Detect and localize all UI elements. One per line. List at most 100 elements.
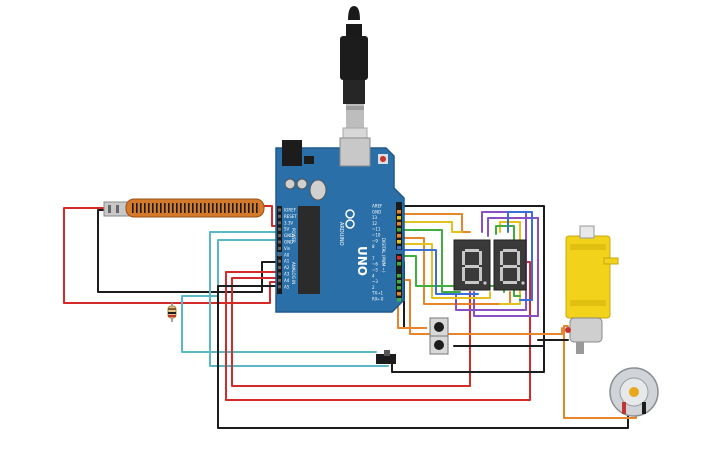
wire-blue-1[interactable]	[403, 249, 479, 295]
flex-stripe	[148, 203, 150, 213]
wire-black-bottom[interactable]	[217, 285, 629, 429]
flex-stripe	[220, 203, 222, 213]
segment	[465, 281, 479, 284]
pin-left[interactable]	[278, 266, 281, 270]
digital-pin[interactable]	[397, 268, 401, 272]
flex-stripe	[164, 203, 166, 213]
pin-label-left: 3.3V	[284, 220, 293, 225]
pin-left[interactable]	[278, 259, 281, 263]
pin-label-left: A5	[284, 284, 290, 289]
pin-label-right: GND	[372, 209, 381, 214]
pushbutton-2[interactable]	[429, 335, 449, 355]
pin-left[interactable]	[278, 227, 281, 231]
digital-pin[interactable]	[397, 286, 401, 290]
usb-cable	[340, 6, 368, 159]
digital-pin[interactable]	[397, 228, 401, 232]
digital-pin[interactable]	[397, 210, 401, 214]
pin-label-right: ~5	[372, 268, 378, 273]
wire-black-flex[interactable]	[97, 209, 279, 293]
arduino-board[interactable]: UNO ARDUINO DIGITAL (PWM ~) POWER ANALOG…	[275, 137, 405, 313]
segment	[503, 281, 517, 284]
pin-left[interactable]	[278, 208, 281, 212]
pin-label-right: ~11	[372, 227, 381, 232]
digital-pin[interactable]	[397, 256, 401, 260]
digital-pin[interactable]	[397, 280, 401, 284]
wire-orange-1[interactable]	[403, 213, 471, 233]
flex-stripe	[184, 203, 186, 213]
dc-motor[interactable]	[609, 367, 659, 417]
pin-left[interactable]	[278, 240, 281, 244]
pin-left[interactable]	[278, 272, 281, 276]
digital-pin[interactable]	[397, 298, 401, 302]
flex-stripe	[252, 203, 254, 213]
pin-label-right: ~6	[372, 262, 378, 267]
header-digital-top	[396, 202, 402, 250]
digital-pin[interactable]	[397, 234, 401, 238]
wire-black-right-2[interactable]	[391, 345, 545, 373]
flex-stripe	[168, 203, 170, 213]
flex-stripe	[188, 203, 190, 213]
digital-pin[interactable]	[397, 292, 401, 296]
pushbutton-1[interactable]	[429, 317, 449, 337]
wire-yellow-2[interactable]	[403, 243, 491, 299]
wire-red-flex-right[interactable]	[261, 205, 279, 227]
wire-green-3[interactable]	[495, 225, 521, 297]
yellow-gear-motor[interactable]	[565, 225, 619, 354]
pin-left[interactable]	[278, 278, 281, 282]
digital-pin[interactable]	[397, 246, 401, 250]
pin-left[interactable]	[278, 214, 281, 218]
segment	[500, 251, 503, 265]
wire-blue-2[interactable]	[507, 211, 533, 301]
digital-pin[interactable]	[397, 216, 401, 220]
flex-stripe	[176, 203, 178, 213]
label-power: POWER	[291, 228, 296, 243]
flex-stripe	[232, 203, 234, 213]
pin-left[interactable]	[278, 234, 281, 238]
resistor[interactable]	[167, 302, 177, 322]
flex-sensor[interactable]	[103, 198, 265, 218]
digital-pin[interactable]	[397, 262, 401, 266]
pin-left[interactable]	[278, 253, 281, 257]
pin-label-right: 13	[372, 215, 378, 220]
digital-pin[interactable]	[397, 274, 401, 278]
wire-orange-3[interactable]	[403, 279, 563, 335]
pin-label-left: A3	[284, 272, 290, 277]
digital-pin[interactable]	[397, 240, 401, 244]
flex-stripe	[228, 203, 230, 213]
pin-label-left: GND	[284, 233, 293, 238]
flex-sensor-stripes	[132, 203, 258, 213]
pin-left[interactable]	[278, 221, 281, 225]
wire-red-3[interactable]	[231, 277, 471, 387]
wire-orange-button[interactable]	[397, 299, 427, 329]
wire-teal-2[interactable]	[181, 239, 377, 353]
flex-stripe	[236, 203, 238, 213]
slide-switch[interactable]	[376, 350, 396, 364]
wire-orange-2[interactable]	[403, 237, 511, 305]
pin-left[interactable]	[278, 246, 281, 250]
wire-green-1[interactable]	[403, 229, 461, 293]
flex-stripe	[156, 203, 158, 213]
arduino-logo	[345, 209, 355, 229]
pin-label-left: 5V	[284, 227, 290, 232]
wire-teal-1[interactable]	[209, 231, 389, 367]
digital-pin[interactable]	[397, 222, 401, 226]
segment	[517, 251, 520, 265]
flex-stripe	[248, 203, 250, 213]
pin-label-left: IOREF	[284, 208, 297, 213]
wire-black-right-1[interactable]	[403, 205, 545, 347]
pin-label-left: GND	[284, 240, 293, 245]
wire-red-flex-loop[interactable]	[63, 207, 279, 304]
seven-segment-right	[493, 239, 527, 291]
board-label-uno: UNO	[355, 246, 369, 276]
pin-label-right: RX←0	[372, 297, 384, 302]
pin-label-right: ~9	[372, 238, 378, 243]
pin-label-left: A0	[284, 252, 290, 257]
wire-yellow-1[interactable]	[403, 221, 463, 233]
flex-stripe	[240, 203, 242, 213]
digital-pin[interactable]	[397, 204, 401, 208]
board-label-brand: ARDUINO	[338, 222, 344, 246]
wire-purple-2[interactable]	[473, 217, 539, 317]
pin-left[interactable]	[278, 285, 281, 289]
